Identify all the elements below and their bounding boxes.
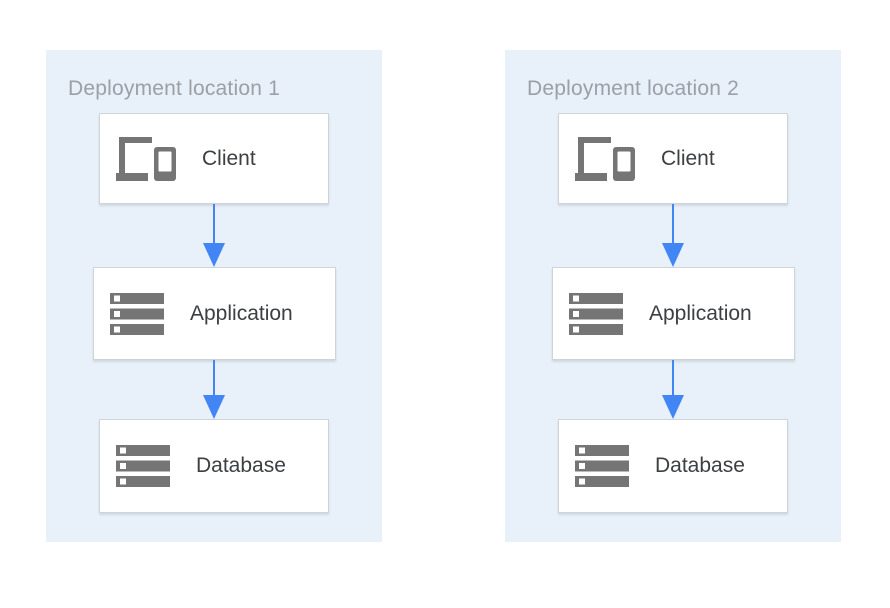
arrow-head-icon [662, 395, 684, 419]
arrow-head-icon [203, 243, 225, 267]
node-database: Database [99, 419, 329, 513]
node-application: Application [552, 267, 795, 360]
devices-icon [575, 136, 635, 181]
arrow-head-icon [662, 243, 684, 267]
node-label: Database [655, 454, 745, 477]
server-stack-icon [110, 292, 164, 335]
panel-title: Deployment location 2 [527, 77, 739, 100]
arrow-application-to-database [662, 360, 684, 419]
node-client: Client [99, 113, 329, 204]
arrow-line [212, 360, 216, 395]
node-application: Application [93, 267, 336, 360]
arrow-client-to-application [662, 204, 684, 267]
arrow-line [212, 204, 216, 243]
server-stack-icon [569, 292, 623, 335]
deployment-panel-1: Deployment location 1 Client [46, 50, 382, 542]
arrow-line [671, 204, 675, 243]
server-stack-icon [575, 445, 629, 487]
arrow-application-to-database [203, 360, 225, 419]
node-database: Database [558, 419, 788, 513]
node-label: Database [196, 454, 286, 477]
arrow-line [671, 360, 675, 395]
panel-title: Deployment location 1 [68, 77, 280, 100]
node-label: Client [661, 146, 715, 170]
arrow-client-to-application [203, 204, 225, 267]
deployment-panel-2: Deployment location 2 Client [505, 50, 841, 542]
node-label: Application [649, 301, 752, 325]
devices-icon [116, 136, 176, 181]
arrow-head-icon [203, 395, 225, 419]
server-stack-icon [116, 445, 170, 487]
node-label: Client [202, 146, 256, 170]
node-label: Application [190, 301, 293, 325]
node-client: Client [558, 113, 788, 204]
